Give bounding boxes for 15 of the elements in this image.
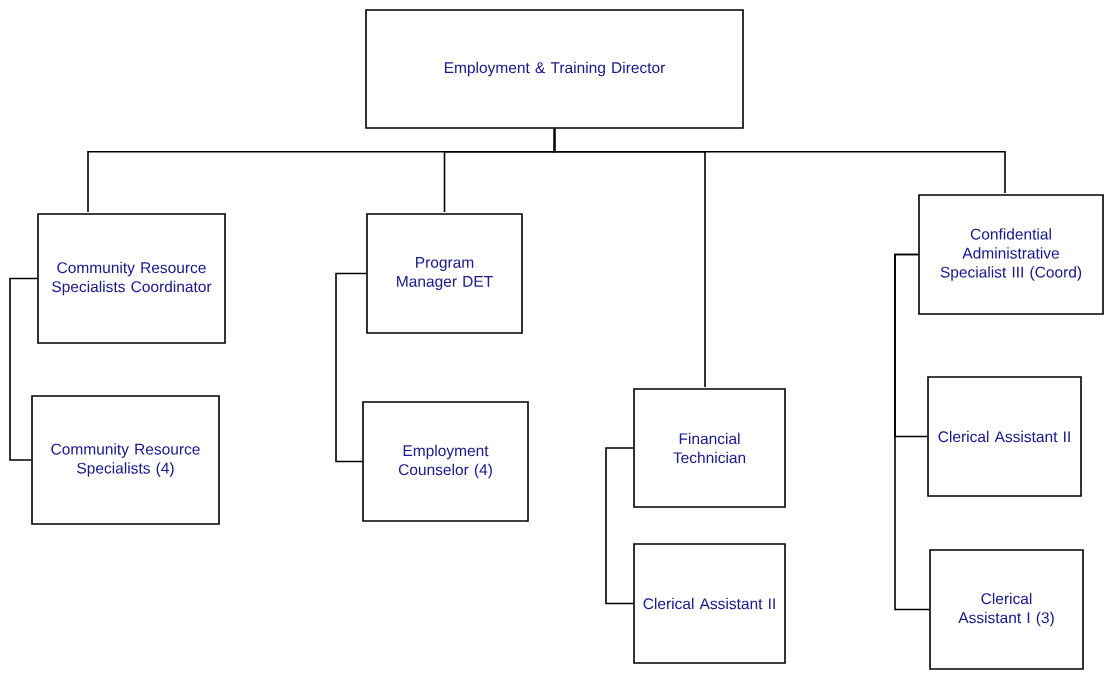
connector-line — [335, 272, 367, 463]
position-box: Clerical Assistant II — [633, 543, 786, 664]
connector-line — [605, 447, 634, 605]
position-box: Community Resource Specialists (4) — [31, 395, 220, 525]
position-box: Employment & Training Director — [365, 9, 744, 129]
position-box: Clerical Assistant I (3) — [929, 549, 1084, 670]
position-box: Community Resource Specialists Coordinator — [37, 213, 226, 344]
position-box: Program Manager DET — [366, 213, 523, 334]
position-box: Financial Technician — [633, 388, 786, 508]
connector-line — [894, 253, 930, 611]
connector-line — [553, 128, 1006, 194]
connector-line — [9, 277, 38, 461]
position-box: Employment Counselor (4) — [362, 401, 529, 522]
position-box: Clerical Assistant II — [927, 376, 1082, 497]
position-box: Confidential Administrative Specialist III (Coord) — [918, 194, 1104, 315]
